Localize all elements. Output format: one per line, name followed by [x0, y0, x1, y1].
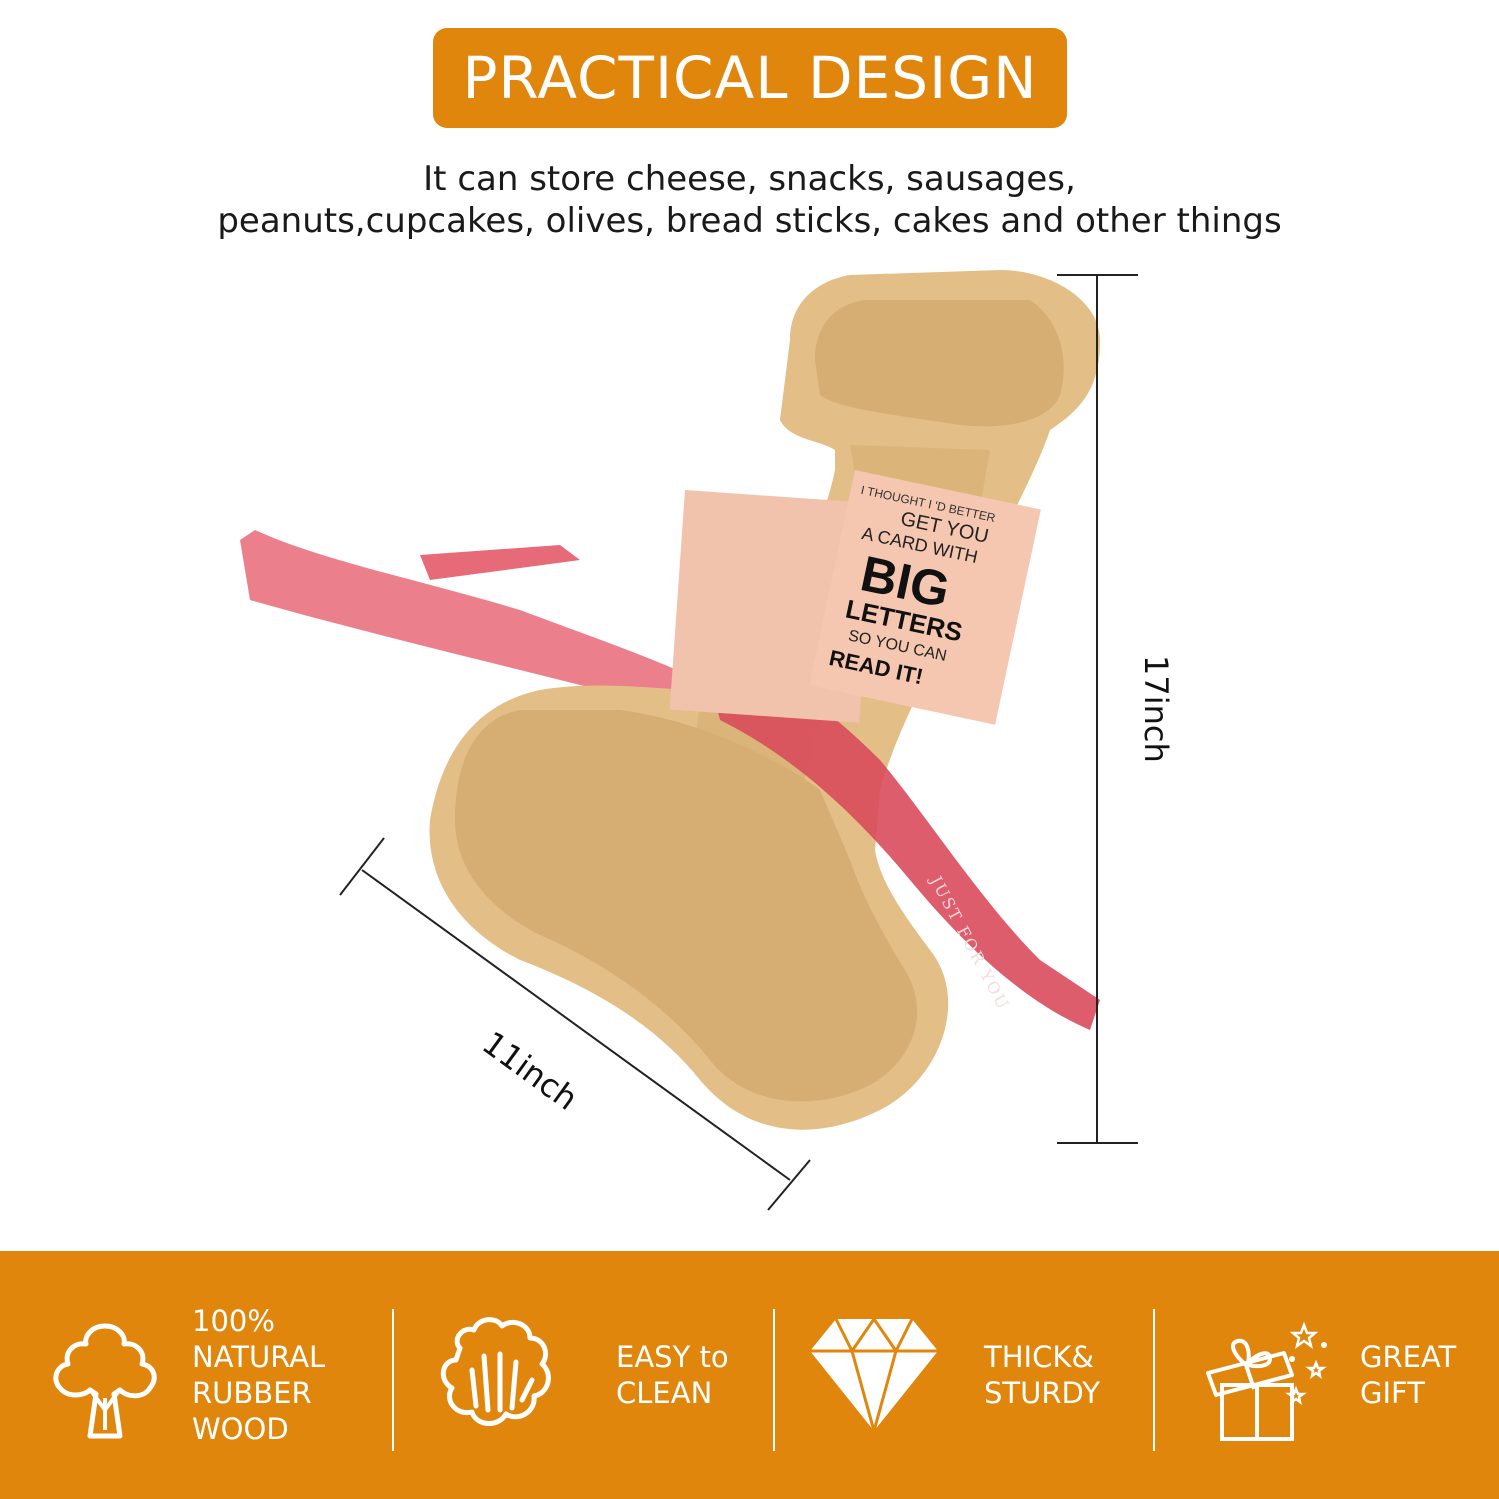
feature-easy-clean: EASY to CLEAN [432, 1251, 729, 1499]
gift-box-icon [1206, 1321, 1327, 1441]
feature-natural-wood: 100% NATURAL RUBBER WOOD [44, 1251, 325, 1499]
hand-cleaning-icon [440, 1317, 551, 1426]
feature-label: 100% NATURAL RUBBER WOOD [192, 1304, 326, 1446]
feature-label: GREAT GIFT [1360, 1340, 1457, 1410]
diamond-icon [810, 1316, 938, 1432]
divider [773, 1309, 775, 1451]
title-banner: PRACTICAL DESIGN [433, 28, 1067, 128]
ribbon-front [700, 640, 1100, 1030]
tree-icon [53, 1323, 157, 1439]
ribbon-strap [420, 545, 580, 580]
description: It can store cheese, snacks, sausages, p… [0, 158, 1499, 242]
feature-label: EASY to CLEAN [616, 1340, 729, 1410]
page-title: PRACTICAL DESIGN [462, 44, 1038, 112]
divider [392, 1309, 394, 1451]
height-dimension: 17inch [1057, 274, 1175, 1144]
description-line-1: It can store cheese, snacks, sausages, [423, 159, 1076, 199]
ribbon-back [240, 530, 725, 720]
feature-thick-sturdy: THICK& STURDY [808, 1251, 1100, 1499]
features-banner: 100% NATURAL RUBBER WOOD EASY to CLEAN T… [0, 1251, 1499, 1499]
feature-great-gift: GREAT GIFT [1204, 1251, 1456, 1499]
product-illustration: I THOUGHT I 'D BETTER GET YOU A CARD WIT… [240, 270, 1175, 1211]
divider [1153, 1309, 1155, 1451]
width-label: 11inch [475, 1024, 585, 1118]
height-label: 17inch [1137, 655, 1175, 763]
feature-label: THICK& STURDY [984, 1340, 1100, 1410]
description-line-2: peanuts,cupcakes, olives, bread sticks, … [217, 201, 1282, 241]
greeting-card: I THOUGHT I 'D BETTER GET YOU A CARD WIT… [809, 470, 1041, 725]
